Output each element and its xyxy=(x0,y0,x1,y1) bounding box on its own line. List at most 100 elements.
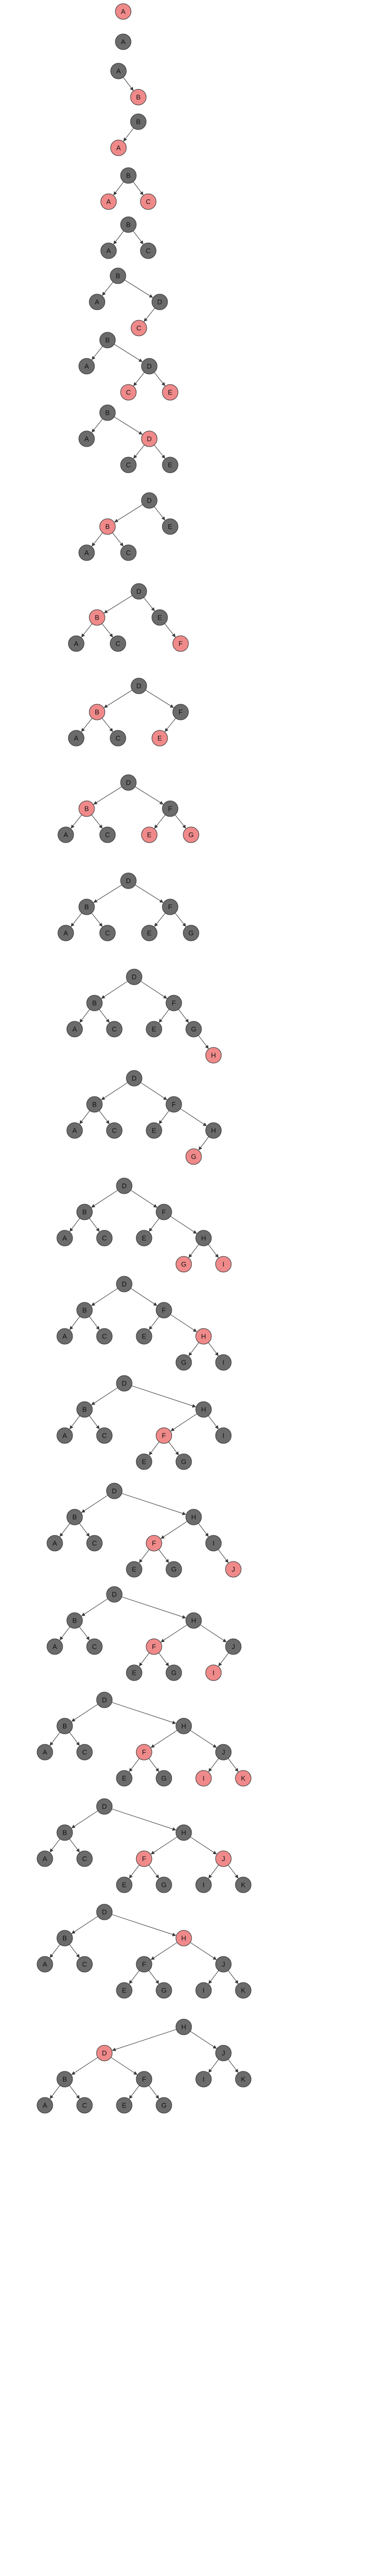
node-label: I xyxy=(212,1669,215,1677)
tree-edge-arrow xyxy=(114,504,143,522)
node-label: D xyxy=(122,1182,126,1190)
node-label: F xyxy=(168,805,172,813)
node-label: F xyxy=(172,999,176,1007)
tree-edge-arrow xyxy=(180,1108,207,1126)
black-node xyxy=(78,358,95,375)
black-node xyxy=(126,1070,143,1087)
black-node xyxy=(136,1453,152,1470)
node-label: C xyxy=(82,2102,87,2109)
tree-edge-arrow xyxy=(93,786,122,805)
tree-edge-arrow xyxy=(228,2059,239,2073)
node-label: D xyxy=(132,973,136,981)
black-node xyxy=(96,1692,113,1708)
black-node xyxy=(46,1638,63,1655)
red-node xyxy=(175,1256,192,1273)
black-node xyxy=(76,1744,93,1761)
tree-edge-arrow xyxy=(149,1441,160,1455)
black-node xyxy=(86,1638,103,1655)
node-label: F xyxy=(172,1101,176,1109)
tree-edge-arrow xyxy=(188,1342,199,1356)
node-label: C xyxy=(146,198,150,206)
node-label: A xyxy=(53,1540,57,1547)
red-node xyxy=(100,193,117,210)
red-node xyxy=(115,3,132,20)
node-label: I xyxy=(203,1881,205,1889)
node-label: B xyxy=(63,1829,67,1837)
node-label: A xyxy=(63,1333,67,1341)
tree-frame: BA xyxy=(110,113,147,156)
tree-edge-arrow xyxy=(81,718,93,732)
tree-edge-arrow xyxy=(79,1110,90,1124)
node-label: D xyxy=(147,363,151,370)
black-node xyxy=(76,1401,93,1418)
red-node xyxy=(89,704,105,720)
red-node xyxy=(140,193,157,210)
node-label: H xyxy=(201,1333,206,1341)
black-node xyxy=(99,332,116,348)
node-label: D xyxy=(126,877,130,885)
node-label: C xyxy=(115,735,120,742)
tree-edge-arrow xyxy=(113,181,124,195)
tree-edge-arrow xyxy=(114,344,143,362)
tree-edge-arrow xyxy=(133,181,144,195)
node-label: A xyxy=(73,1127,77,1135)
black-node xyxy=(56,1930,73,1946)
black-node xyxy=(100,242,117,259)
node-label: G xyxy=(191,1025,196,1033)
black-node xyxy=(96,1328,113,1345)
black-node xyxy=(136,1956,152,1973)
black-node xyxy=(106,1483,123,1499)
black-node xyxy=(120,457,137,473)
node-label: F xyxy=(179,708,183,716)
black-node xyxy=(195,1230,212,1246)
red-node xyxy=(225,1561,242,1578)
black-node xyxy=(165,1561,182,1578)
tree-edge-arrow xyxy=(135,786,164,805)
black-node xyxy=(66,1612,83,1629)
tree-edge-arrow xyxy=(91,814,103,829)
black-node xyxy=(46,1535,63,1552)
tree-edge-arrow xyxy=(148,2085,159,2099)
black-node xyxy=(156,1982,172,1999)
tree-edge-arrow xyxy=(130,1190,158,1208)
node-label: G xyxy=(181,1359,186,1367)
tree-edge-arrow xyxy=(170,1216,197,1234)
red-node xyxy=(96,2045,113,2061)
node-label: J xyxy=(222,1961,225,1968)
tree-edge-arrow xyxy=(150,1730,177,1748)
red-node xyxy=(185,1148,202,1165)
node-label: H xyxy=(181,1829,186,1837)
black-node xyxy=(56,1427,73,1444)
node-label: E xyxy=(122,1881,127,1889)
node-label: H xyxy=(181,2023,186,2031)
tree-edge-arrow xyxy=(122,1493,186,1516)
node-label: J xyxy=(232,1566,235,1573)
black-node xyxy=(151,294,168,310)
node-label: B xyxy=(63,1934,67,1942)
black-node xyxy=(141,358,158,375)
node-label: H xyxy=(191,1617,196,1625)
tree-edge-arrow xyxy=(158,1652,169,1666)
black-node xyxy=(96,1427,113,1444)
node-label: C xyxy=(102,1234,106,1242)
node-label: I xyxy=(222,1359,224,1367)
node-label: I xyxy=(222,1261,224,1268)
node-label: A xyxy=(74,640,79,648)
black-node xyxy=(57,925,74,941)
node-label: H xyxy=(191,1513,196,1521)
black-node xyxy=(76,1302,93,1319)
node-label: D xyxy=(136,682,141,690)
tree-edge-arrow xyxy=(139,1549,150,1563)
red-node xyxy=(89,609,105,626)
black-node xyxy=(78,899,95,915)
node-label: C xyxy=(126,549,130,557)
node-label: B xyxy=(126,172,131,180)
black-node xyxy=(76,1850,93,1867)
tree-frame: AB xyxy=(110,63,147,106)
node-label: G xyxy=(161,1987,167,1995)
black-node xyxy=(116,1276,133,1292)
black-node xyxy=(96,1904,113,1920)
